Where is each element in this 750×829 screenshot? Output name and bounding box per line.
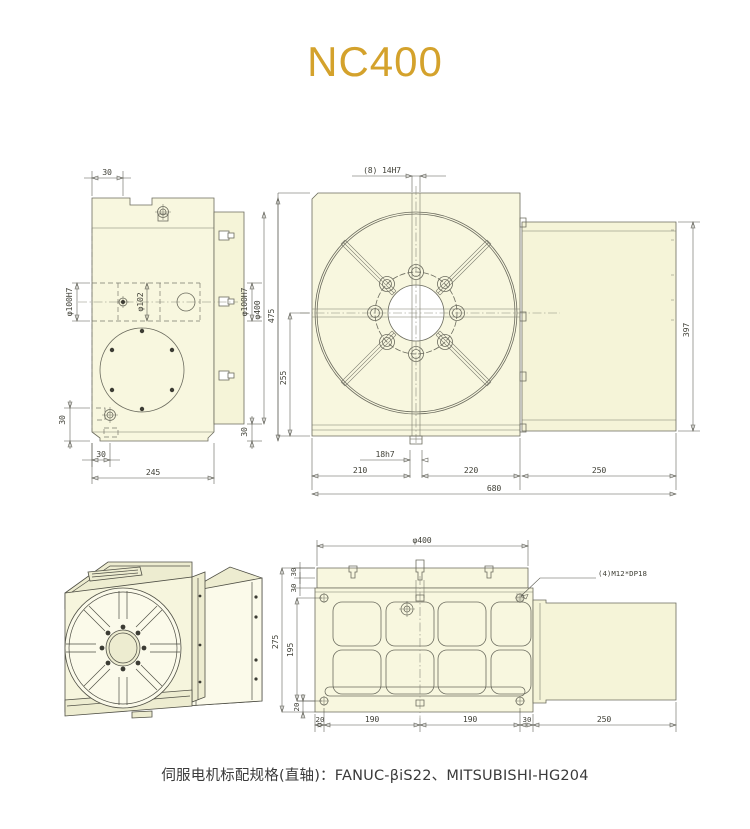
- dim-plan-seg-3: 30: [523, 715, 532, 724]
- dim-plan-seg-4: 250: [597, 714, 611, 724]
- dim-front-seg-2: 220: [464, 465, 478, 475]
- dim-plan-edge-a: 30: [289, 568, 298, 577]
- dim-plan-edge-bottom: 20: [292, 703, 301, 712]
- dim-plan-corner-left: 20: [316, 715, 325, 724]
- dim-plan-tap-callout: (4)M12*DP18: [598, 569, 647, 578]
- dim-front-motor-height: 397: [681, 323, 691, 337]
- dim-front-overall-width: 680: [487, 483, 501, 493]
- dim-front-seg-3: 250: [592, 465, 606, 475]
- dim-side-top-offset: 30: [102, 167, 112, 177]
- dim-side-bore-right: φ100H7: [239, 288, 249, 317]
- dim-plan-seg-1: 190: [365, 714, 379, 724]
- dim-plan-seg-2: 190: [463, 714, 477, 724]
- front-elevation-view: (8) 14H7 475 255 397 18h7: [266, 165, 700, 497]
- plan-view: φ400 30 30 275 195 20: [270, 535, 677, 732]
- dim-front-key-callout: 18h7: [376, 449, 395, 459]
- dim-side-faceplate-dia: φ400: [252, 300, 262, 319]
- dim-front-slot-callout: (8) 14H7: [363, 165, 401, 175]
- spec-caption: 伺服电机标配规格(直轴)：FANUC-βiS22、MITSUBISHI-HG20…: [161, 768, 589, 784]
- dim-front-center-height: 255: [278, 371, 288, 385]
- dim-plan-overall-depth: 275: [270, 635, 280, 649]
- page-title: NC400: [307, 38, 443, 85]
- dim-side-overall-depth: 245: [146, 467, 160, 477]
- dim-plan-faceplate-dia: φ400: [413, 535, 432, 545]
- dim-plan-edge-b: 30: [289, 584, 298, 593]
- dim-side-bore-left: φ100H7: [64, 288, 74, 317]
- dim-front-overall-height: 475: [266, 309, 276, 323]
- side-elevation-view: 30 φ100H7 φ102 φ100H7 φ400: [57, 167, 281, 484]
- dim-side-foot-offset: 30: [96, 449, 106, 459]
- dim-side-foot-right: 30: [239, 427, 249, 437]
- dim-side-bore-inner: φ102: [135, 292, 145, 311]
- dim-front-seg-1: 210: [353, 465, 367, 475]
- isometric-view: [64, 561, 263, 719]
- dim-plan-hole-span: 195: [285, 643, 295, 657]
- dim-side-foot-left: 30: [57, 415, 67, 425]
